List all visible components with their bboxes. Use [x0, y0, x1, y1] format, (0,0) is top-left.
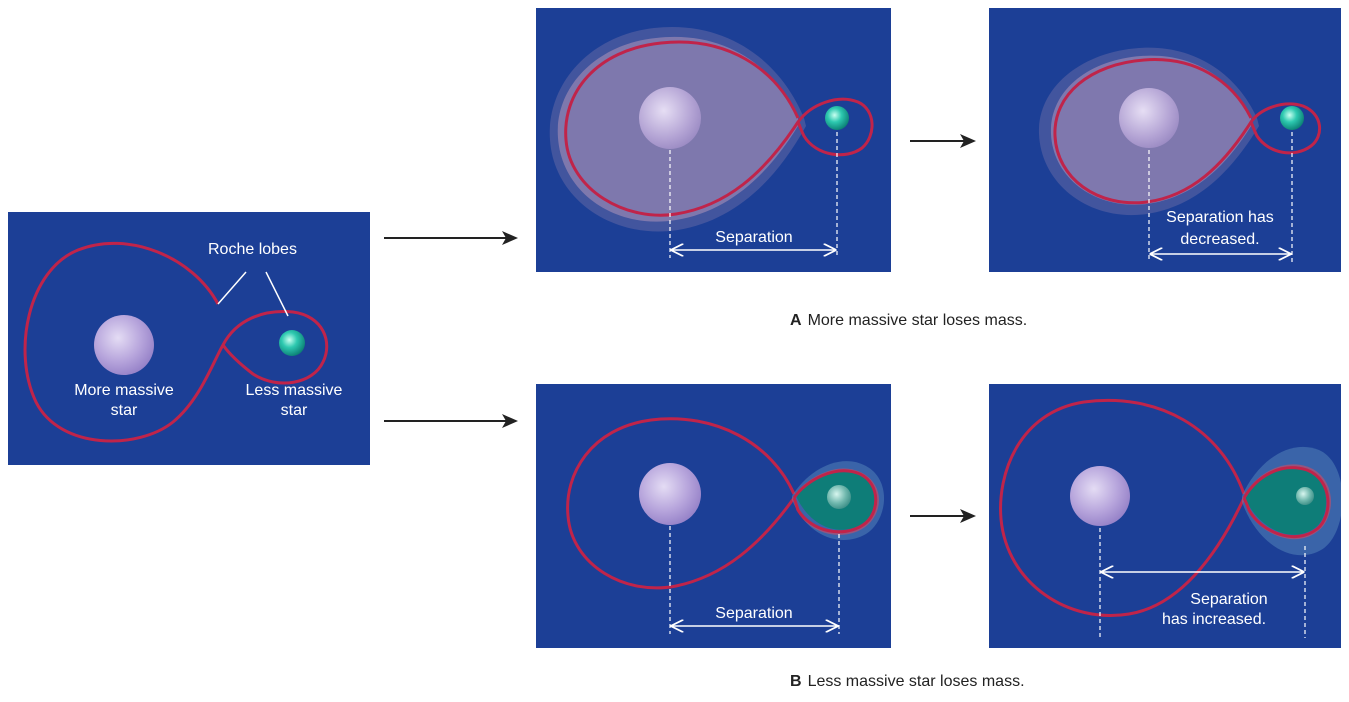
- case-letter: B: [790, 673, 802, 690]
- more-massive-label: star: [111, 402, 138, 419]
- case-b-caption: B Less massive star loses mass.: [790, 673, 1025, 691]
- less-massive-star: [1296, 487, 1314, 505]
- roche-lobe-outline: [23, 241, 329, 443]
- separation-label: Separation: [715, 605, 792, 622]
- roche-lobe-companion: [792, 469, 878, 534]
- roche-lobe-outline: [1053, 58, 1321, 205]
- less-massive-star: [827, 485, 851, 509]
- roche-pointer-line: [265, 271, 289, 317]
- separation-label: decreased.: [1180, 231, 1259, 248]
- more-massive-star: [639, 463, 701, 525]
- caption-text: Less massive star loses mass.: [807, 673, 1025, 690]
- separation-label: Separation has: [1166, 209, 1274, 226]
- case-a-caption: A More massive star loses mass.: [790, 312, 1027, 330]
- mass-envelope: [1245, 467, 1327, 535]
- separation-label: Separation: [715, 229, 792, 246]
- more-massive-star: [1070, 466, 1130, 526]
- roche-lobe-outline: [564, 40, 874, 217]
- separation-label: Separation: [1190, 591, 1267, 608]
- more-massive-star: [94, 315, 154, 375]
- less-massive-star: [279, 330, 305, 356]
- arrow-right-icon: [910, 134, 976, 148]
- less-massive-label: Less massive: [246, 382, 343, 399]
- separation-label: has increased.: [1162, 611, 1266, 628]
- less-massive-star: [1280, 106, 1304, 130]
- initial-binary-panel: Roche lobes More massive star Less massi…: [8, 212, 370, 465]
- case-a-step1-panel: Separation: [536, 8, 891, 272]
- more-massive-star: [639, 87, 701, 149]
- less-massive-star: [825, 106, 849, 130]
- case-b-step2-panel: Separation has increased.: [989, 384, 1341, 648]
- case-b-step1-panel: Separation: [536, 384, 891, 648]
- roche-lobes-label: Roche lobes: [208, 241, 297, 258]
- arrow-right-icon: [384, 414, 518, 428]
- arrow-right-icon: [384, 231, 518, 245]
- case-letter: A: [790, 312, 802, 329]
- roche-pointer-line: [217, 271, 247, 305]
- roche-lobe-companion: [1242, 466, 1330, 539]
- more-massive-label: More massive: [74, 382, 174, 399]
- case-a-step2-panel: Separation has decreased.: [989, 8, 1341, 272]
- more-massive-star: [1119, 88, 1179, 148]
- caption-text: More massive star loses mass.: [807, 312, 1028, 329]
- arrow-right-icon: [910, 509, 976, 523]
- less-massive-label: star: [281, 402, 308, 419]
